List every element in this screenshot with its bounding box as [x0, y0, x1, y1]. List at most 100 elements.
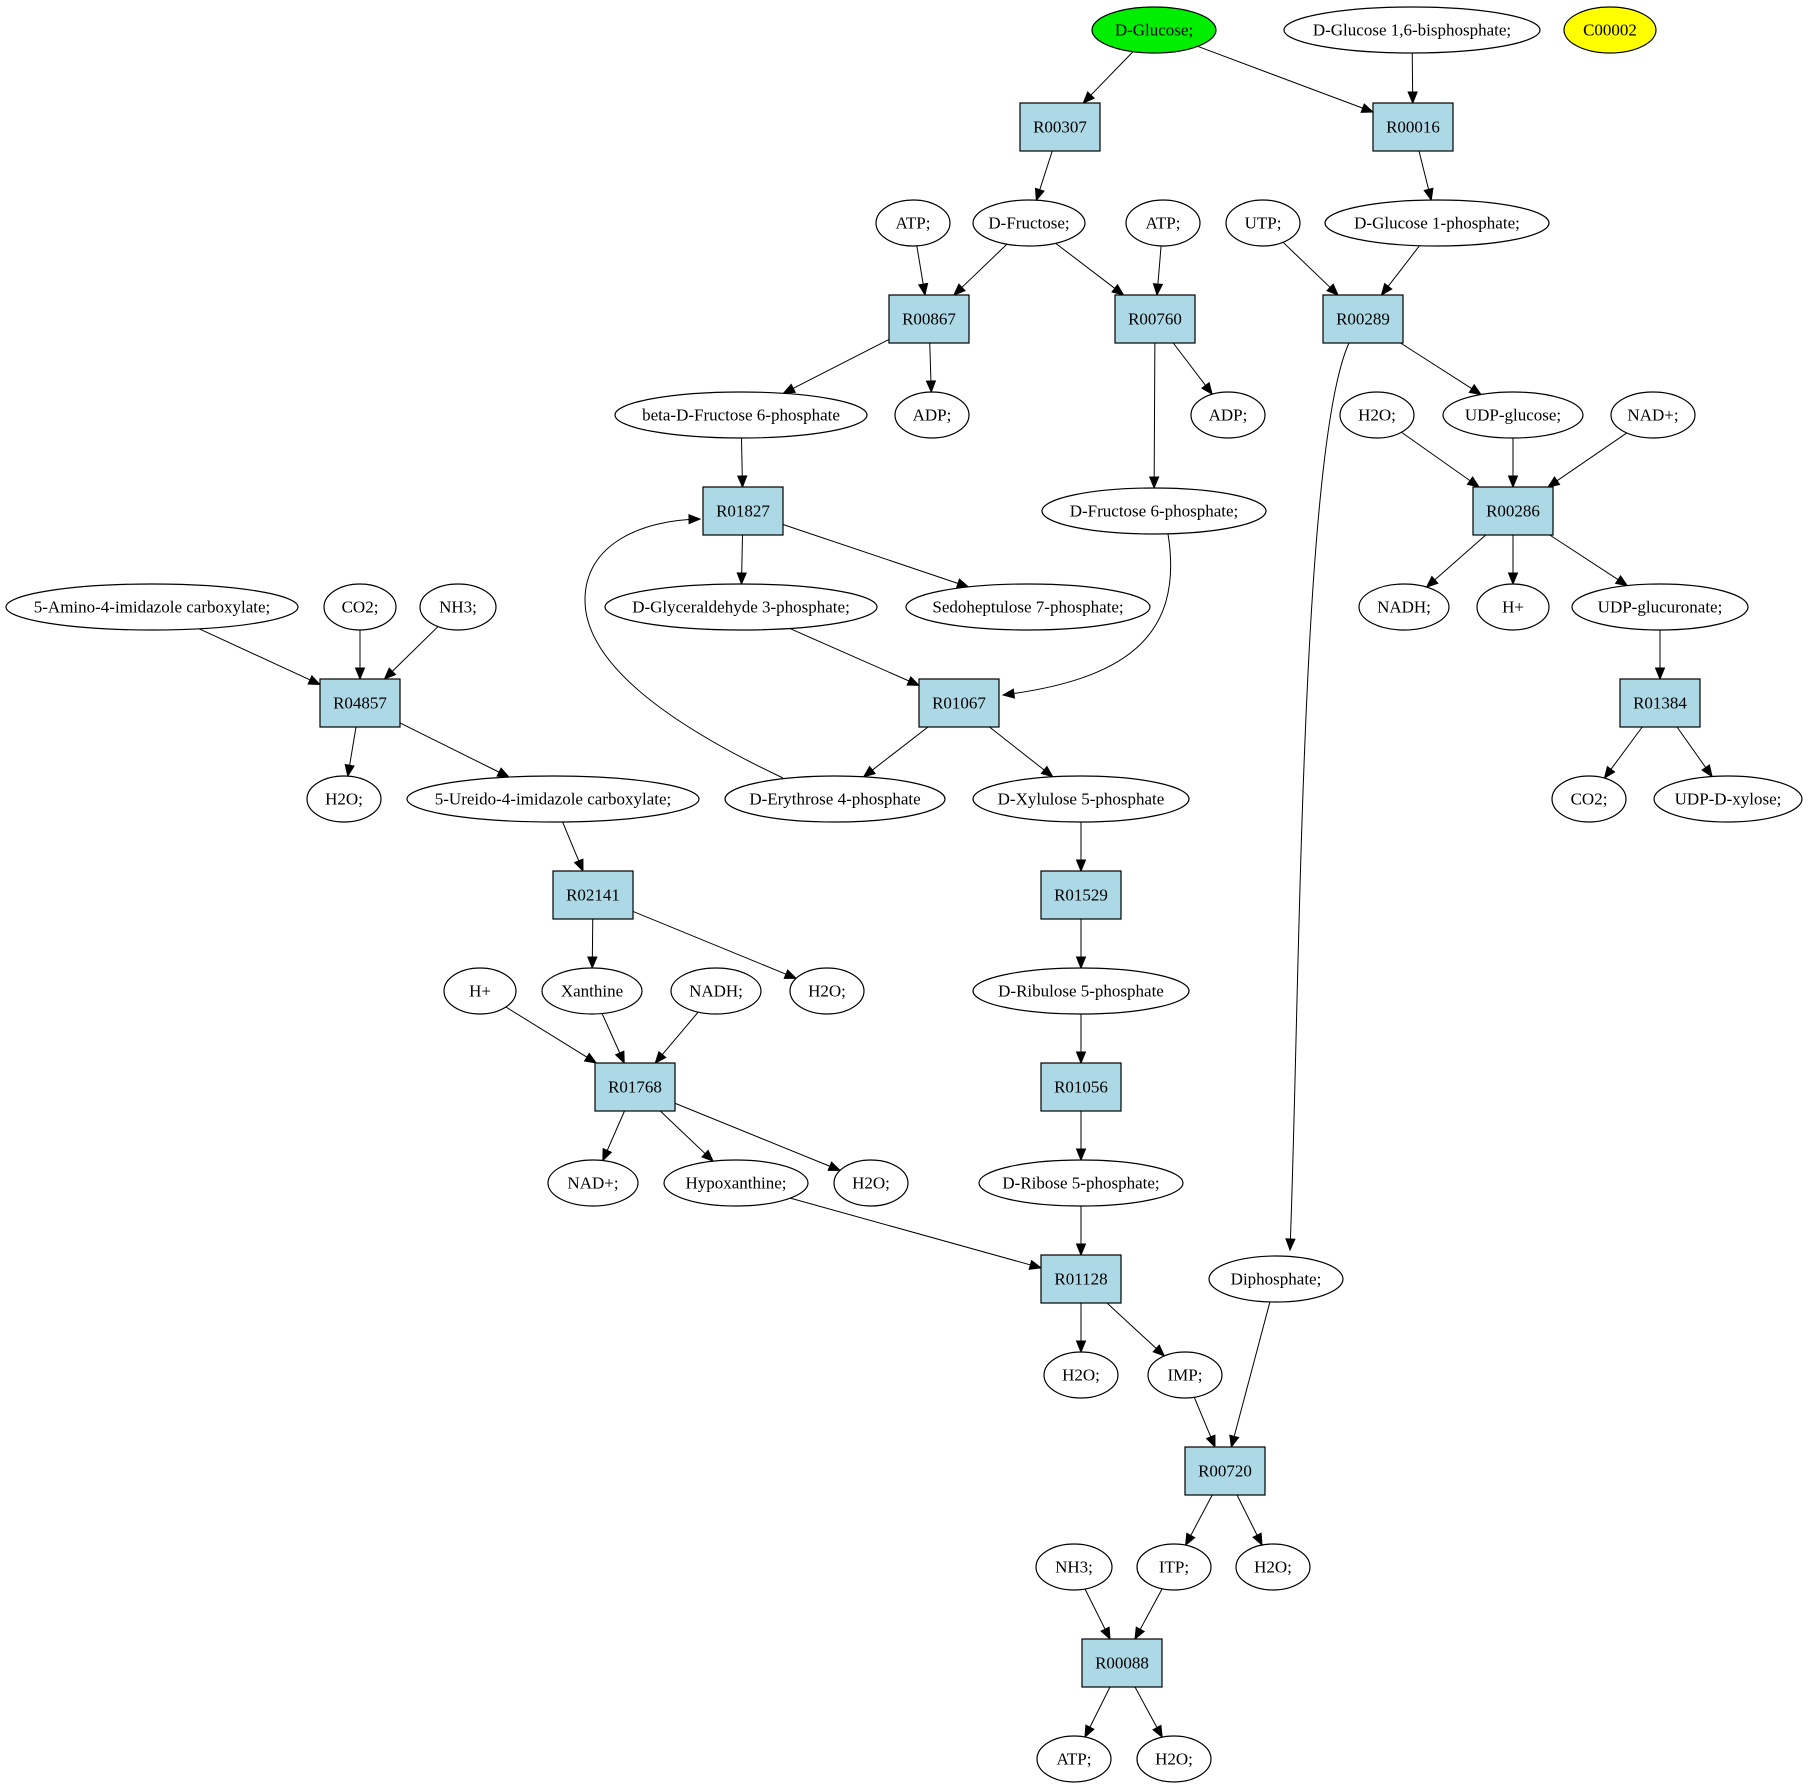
compound-node-nh3_a[interactable]: NH3; — [419, 583, 497, 631]
compound-node-s7p[interactable]: Sedoheptulose 7-phosphate; — [905, 583, 1151, 631]
compound-node-atp1[interactable]: ATP; — [875, 199, 951, 247]
reaction-node-r00289[interactable]: R00289 — [1322, 294, 1404, 344]
reaction-node-r02141[interactable]: R02141 — [552, 870, 634, 920]
compound-node-nadp_b[interactable]: NAD+; — [547, 1159, 639, 1207]
edge-r04857-to-uica — [399, 722, 501, 774]
compound-ellipse — [972, 775, 1190, 823]
compound-node-fru[interactable]: D-Fructose; — [972, 199, 1086, 247]
compound-node-atp3[interactable]: ATP; — [1036, 1735, 1112, 1783]
compound-node-aica[interactable]: 5-Amino-4-imidazole carboxylate; — [5, 583, 299, 631]
compound-label: Diphosphate; — [1231, 1270, 1322, 1289]
compound-node-r5p[interactable]: D-Ribose 5-phosphate; — [978, 1159, 1184, 1207]
compound-node-nadh_a[interactable]: NADH; — [1358, 583, 1450, 631]
compound-label: H+ — [1502, 598, 1524, 617]
reaction-node-r00720[interactable]: R00720 — [1184, 1446, 1266, 1496]
reaction-box — [1019, 102, 1101, 152]
compound-ellipse — [789, 967, 865, 1015]
compound-node-udpglcA[interactable]: UDP-glucuronate; — [1571, 583, 1749, 631]
compound-ellipse — [1339, 391, 1415, 439]
compound-node-uica[interactable]: 5-Ureido-4-imidazole carboxylate; — [406, 775, 700, 823]
compound-node-c00002[interactable]: C00002 — [1563, 6, 1657, 54]
reaction-label: R00088 — [1095, 1654, 1149, 1673]
compound-node-nh3_b[interactable]: NH3; — [1035, 1543, 1113, 1591]
compound-node-udpxyl[interactable]: UDP-D-xylose; — [1653, 775, 1803, 823]
reaction-node-r01128[interactable]: R01128 — [1040, 1254, 1122, 1304]
compound-node-atp2[interactable]: ATP; — [1125, 199, 1201, 247]
edge-r01128-to-imp-arrowhead — [1152, 1344, 1166, 1357]
compound-node-h2o_b[interactable]: H2O; — [306, 775, 382, 823]
compound-node-g16bp[interactable]: D-Glucose 1,6-bisphosphate; — [1283, 6, 1541, 54]
edge-r01128-to-h2o_e-arrowhead — [1075, 1340, 1087, 1354]
reaction-node-r01384[interactable]: R01384 — [1619, 678, 1701, 728]
compound-node-nadp_a[interactable]: NAD+; — [1610, 391, 1696, 439]
compound-node-utp[interactable]: UTP; — [1225, 199, 1301, 247]
reaction-node-r00088[interactable]: R00088 — [1081, 1638, 1163, 1688]
compound-ellipse — [670, 967, 762, 1015]
compound-node-imp[interactable]: IMP; — [1147, 1351, 1223, 1399]
compound-node-e4p[interactable]: D-Erythrose 4-phosphate — [724, 775, 946, 823]
node-layer: D-Glucose; D-Glucose 1,6-bisphosphate; C00… — [5, 6, 1803, 1783]
reaction-box — [1372, 102, 1454, 152]
reaction-label: R01768 — [608, 1078, 662, 1097]
reaction-node-r01056[interactable]: R01056 — [1040, 1062, 1122, 1112]
compound-node-h2o_f[interactable]: H2O; — [1235, 1543, 1311, 1591]
compound-node-h2o_e[interactable]: H2O; — [1043, 1351, 1119, 1399]
compound-node-f6p[interactable]: D-Fructose 6-phosphate; — [1041, 487, 1267, 535]
compound-node-co2_b[interactable]: CO2; — [1551, 775, 1627, 823]
reaction-node-r00760[interactable]: R00760 — [1114, 294, 1196, 344]
compound-node-g1p[interactable]: D-Glucose 1-phosphate; — [1324, 199, 1550, 247]
compound-node-adp2[interactable]: ADP; — [1190, 391, 1266, 439]
compound-ellipse — [905, 583, 1151, 631]
reaction-node-r01768[interactable]: R01768 — [594, 1062, 676, 1112]
reaction-box — [1322, 294, 1404, 344]
edge-itp-to-r00088-arrowhead — [1134, 1626, 1146, 1641]
edge-hp_b-to-r01768-arrowhead — [583, 1052, 598, 1064]
reaction-node-r04857[interactable]: R04857 — [319, 678, 401, 728]
compound-node-udpglc[interactable]: UDP-glucose; — [1442, 391, 1584, 439]
compound-node-adp1[interactable]: ADP; — [894, 391, 970, 439]
reaction-node-r01067[interactable]: R01067 — [918, 678, 1000, 728]
edge-g3p-to-r01067-arrowhead — [906, 675, 921, 686]
compound-node-h2o_a[interactable]: H2O; — [1339, 391, 1415, 439]
edge-r00760-to-adp2 — [1172, 342, 1207, 387]
reaction-box — [1040, 1062, 1122, 1112]
compound-node-co2_a[interactable]: CO2; — [323, 583, 397, 631]
compound-node-h2o_d[interactable]: H2O; — [833, 1159, 909, 1207]
compound-ellipse — [1283, 6, 1541, 54]
edge-atp1-to-r00867-arrowhead — [917, 282, 929, 297]
edge-atp2-to-r00760 — [1157, 245, 1162, 286]
edge-r01384-to-udpxyl-arrowhead — [1701, 764, 1713, 778]
reaction-node-r00286[interactable]: R00286 — [1472, 486, 1554, 536]
compound-node-bf6p[interactable]: beta-D-Fructose 6-phosphate — [614, 391, 868, 439]
compound-node-g3p[interactable]: D-Glyceraldehyde 3-phosphate; — [604, 583, 878, 631]
edge-hp_b-to-r01768 — [505, 1006, 589, 1059]
compound-node-hyp[interactable]: Hypoxanthine; — [663, 1159, 809, 1207]
compound-ellipse — [419, 583, 497, 631]
compound-node-ru5p[interactable]: D-Ribulose 5-phosphate — [972, 967, 1190, 1015]
edge-bf6p-to-r01827-arrowhead — [737, 475, 748, 489]
reaction-node-r01827[interactable]: R01827 — [702, 486, 784, 536]
compound-node-xan[interactable]: Xanthine — [541, 967, 643, 1015]
compound-node-glc[interactable]: D-Glucose; — [1091, 6, 1217, 54]
compound-node-hp_b[interactable]: H+ — [443, 967, 517, 1015]
reaction-node-r01529[interactable]: R01529 — [1040, 870, 1122, 920]
compound-node-h2o_g[interactable]: H2O; — [1136, 1735, 1212, 1783]
compound-node-x5p[interactable]: D-Xylulose 5-phosphate — [972, 775, 1190, 823]
compound-ellipse — [724, 775, 946, 823]
compound-node-hp_a[interactable]: H+ — [1476, 583, 1550, 631]
compound-node-itp[interactable]: ITP; — [1136, 1543, 1212, 1591]
compound-node-h2o_c[interactable]: H2O; — [789, 967, 865, 1015]
compound-label: H2O; — [1254, 1558, 1292, 1577]
edge-r01827-to-g3p-arrowhead — [736, 572, 747, 586]
edge-r00289-to-udpglc — [1400, 342, 1473, 390]
compound-ellipse — [972, 967, 1190, 1015]
edge-r00720-to-h2o_f — [1236, 1494, 1258, 1537]
reaction-node-r00867[interactable]: R00867 — [888, 294, 970, 344]
reaction-node-r00307[interactable]: R00307 — [1019, 102, 1101, 152]
edge-layer — [198, 45, 1713, 1739]
edge-x5p-to-r01529-arrowhead — [1075, 859, 1087, 873]
compound-node-ppi[interactable]: Diphosphate; — [1208, 1255, 1344, 1303]
reaction-box — [918, 678, 1000, 728]
compound-node-nadh_b[interactable]: NADH; — [670, 967, 762, 1015]
reaction-node-r00016[interactable]: R00016 — [1372, 102, 1454, 152]
